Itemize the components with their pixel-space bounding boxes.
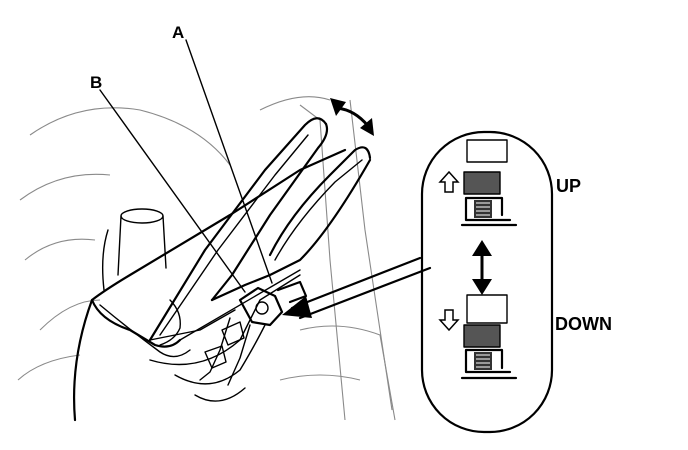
down-arrow-icon xyxy=(438,309,460,332)
detail-bubble xyxy=(420,130,554,434)
cup-holder xyxy=(101,208,167,291)
parking-brake-lever xyxy=(148,117,372,342)
up-arrow-icon xyxy=(438,170,460,193)
toggle-arrow-icon xyxy=(472,240,492,295)
center-console xyxy=(72,148,347,422)
brake-mechanism xyxy=(199,280,308,386)
label-a: A xyxy=(172,23,184,42)
leader-lines xyxy=(99,39,273,293)
label-down: DOWN xyxy=(555,314,612,334)
label-up: UP xyxy=(556,176,581,196)
pointer-arrow xyxy=(282,256,432,320)
down-state-switch xyxy=(460,294,518,380)
background-console-outline xyxy=(17,96,396,421)
up-state-switch xyxy=(460,139,518,227)
adjust-arrow-icon xyxy=(330,98,374,136)
label-b: B xyxy=(90,73,102,92)
